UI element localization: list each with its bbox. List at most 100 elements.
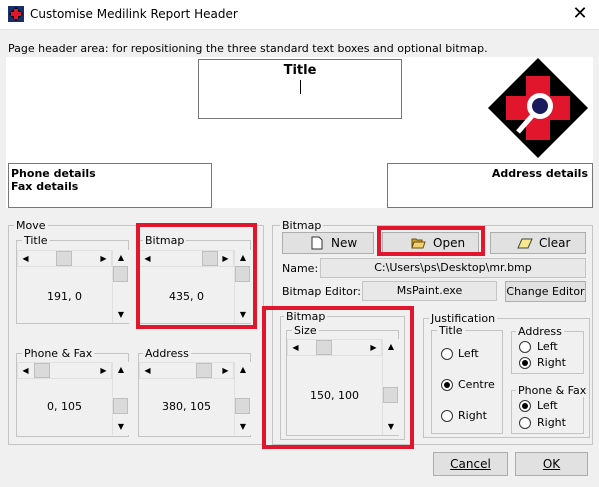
justify-address-left-label: Left [537,340,558,353]
bitmap-group-label: Bitmap [280,219,324,232]
scroll-up-icon[interactable]: ▲ [113,250,129,265]
scroll-left-icon[interactable]: ◀ [18,251,33,266]
bitmap-group [272,225,593,445]
scroll-right-icon[interactable]: ▶ [218,363,233,378]
scroll-right-icon[interactable]: ▶ [366,340,381,355]
clear-bitmap-button[interactable]: Clear [490,232,586,254]
move-phone-fax-value: 0, 105 [47,400,82,413]
address-text-box[interactable]: Address details [387,163,593,208]
address-details-label: Address details [491,167,588,180]
close-icon[interactable]: ✕ [572,3,588,24]
move-bitmap-label: Bitmap [143,234,187,247]
justify-title-group [431,330,503,434]
move-bitmap-value: 435, 0 [169,290,204,303]
bitmap-size-value: 150, 100 [310,389,359,402]
move-address-label: Address [143,347,191,360]
justify-title-centre-label: Centre [458,378,495,391]
scroll-up-icon[interactable]: ▲ [113,362,129,377]
justification-group [423,318,590,438]
new-button-label: New [331,236,358,250]
eraser-icon [517,238,533,249]
justify-phone-fax-right-label: Right [537,416,566,429]
scroll-thumb[interactable] [235,266,250,282]
move-title-label: Title [22,234,50,247]
scroll-up-icon[interactable]: ▲ [383,339,399,354]
justification-label: Justification [429,312,498,325]
scroll-down-icon[interactable]: ▼ [113,419,129,434]
scroll-thumb[interactable] [383,387,398,403]
move-bitmap-hscroll[interactable]: ◀ ▶ [139,250,234,267]
scroll-thumb[interactable] [235,398,250,414]
open-folder-icon [411,238,426,249]
ok-button[interactable]: OK [515,452,588,476]
bitmap-size-hscroll[interactable]: ◀ ▶ [287,339,382,356]
move-phone-fax-vscroll[interactable]: ▲ ▼ [112,362,129,435]
justify-phone-fax-label: Phone & Fax [516,384,589,397]
scroll-thumb[interactable] [196,363,212,378]
bitmap-name-field: C:\Users\ps\Desktop\mr.bmp [320,258,586,278]
text-cursor [300,80,301,94]
scroll-up-icon[interactable]: ▲ [235,250,251,265]
scroll-left-icon[interactable]: ◀ [18,363,33,378]
scroll-left-icon[interactable]: ◀ [140,251,155,266]
justify-title-left-label: Left [458,347,479,360]
scroll-down-icon[interactable]: ▼ [235,419,251,434]
justify-address-right-radio[interactable] [519,357,531,369]
medilink-app-icon [8,6,24,22]
bitmap-size-group-label: Bitmap [284,310,328,323]
bitmap-size-label: Size [292,324,319,337]
justify-title-centre-radio[interactable] [441,379,453,391]
scroll-thumb[interactable] [34,363,50,378]
open-button-label: Open [433,236,466,250]
new-bitmap-button[interactable]: New [282,232,374,254]
move-phone-fax-label: Phone & Fax [22,347,95,360]
justify-title-label: Title [437,324,465,337]
scroll-right-icon[interactable]: ▶ [96,251,111,266]
scroll-right-icon[interactable]: ▶ [218,251,233,266]
move-address-vscroll[interactable]: ▲ ▼ [234,362,251,435]
scroll-thumb[interactable] [56,251,72,266]
scroll-left-icon[interactable]: ◀ [140,363,155,378]
open-bitmap-button[interactable]: Open [382,232,479,254]
move-address-value: 380, 105 [162,400,211,413]
phone-fax-text-box[interactable]: Phone details Fax details [8,163,212,208]
phone-details-label: Phone details [11,167,96,180]
move-phone-fax-hscroll[interactable]: ◀ ▶ [17,362,112,379]
scroll-up-icon[interactable]: ▲ [235,362,251,377]
scroll-down-icon[interactable]: ▼ [113,307,129,322]
bitmap-size-vscroll[interactable]: ▲ ▼ [382,339,399,435]
scroll-thumb[interactable] [113,266,128,282]
justify-address-right-label: Right [537,356,566,369]
change-editor-button[interactable]: Change Editor [505,281,586,302]
move-title-vscroll[interactable]: ▲ ▼ [112,250,129,323]
scroll-left-icon[interactable]: ◀ [288,340,303,355]
justify-title-left-radio[interactable] [441,348,453,360]
justify-address-label: Address [516,325,564,338]
scroll-thumb[interactable] [316,340,332,355]
justify-address-left-radio[interactable] [519,341,531,353]
move-title-hscroll[interactable]: ◀ ▶ [17,250,112,267]
medilink-logo-bitmap[interactable] [488,58,588,158]
scroll-thumb[interactable] [202,251,218,266]
new-file-icon [311,236,323,250]
cancel-button[interactable]: Cancel [433,452,508,476]
scroll-right-icon[interactable]: ▶ [96,363,111,378]
justify-phone-fax-left-radio[interactable] [519,400,531,412]
fax-details-label: Fax details [11,180,79,193]
move-bitmap-vscroll[interactable]: ▲ ▼ [234,250,251,323]
justify-phone-fax-right-radio[interactable] [519,417,531,429]
bitmap-size-highlight [262,306,414,449]
justify-title-right-label: Right [458,409,487,422]
scroll-down-icon[interactable]: ▼ [383,419,399,434]
move-address-hscroll[interactable]: ◀ ▶ [139,362,234,379]
justify-phone-fax-left-label: Left [537,399,558,412]
scroll-thumb[interactable] [113,398,128,414]
justify-title-right-radio[interactable] [441,410,453,422]
move-bitmap-highlight [136,223,257,329]
title-text-box[interactable]: Title [198,59,402,119]
bitmap-editor-label: Bitmap Editor: [282,285,361,298]
bitmap-editor-field: MsPaint.exe [362,281,497,301]
title-bar: Customise Medilink Report Header ✕ [0,0,599,30]
scroll-down-icon[interactable]: ▼ [235,307,251,322]
bitmap-name-label: Name: [282,262,319,275]
